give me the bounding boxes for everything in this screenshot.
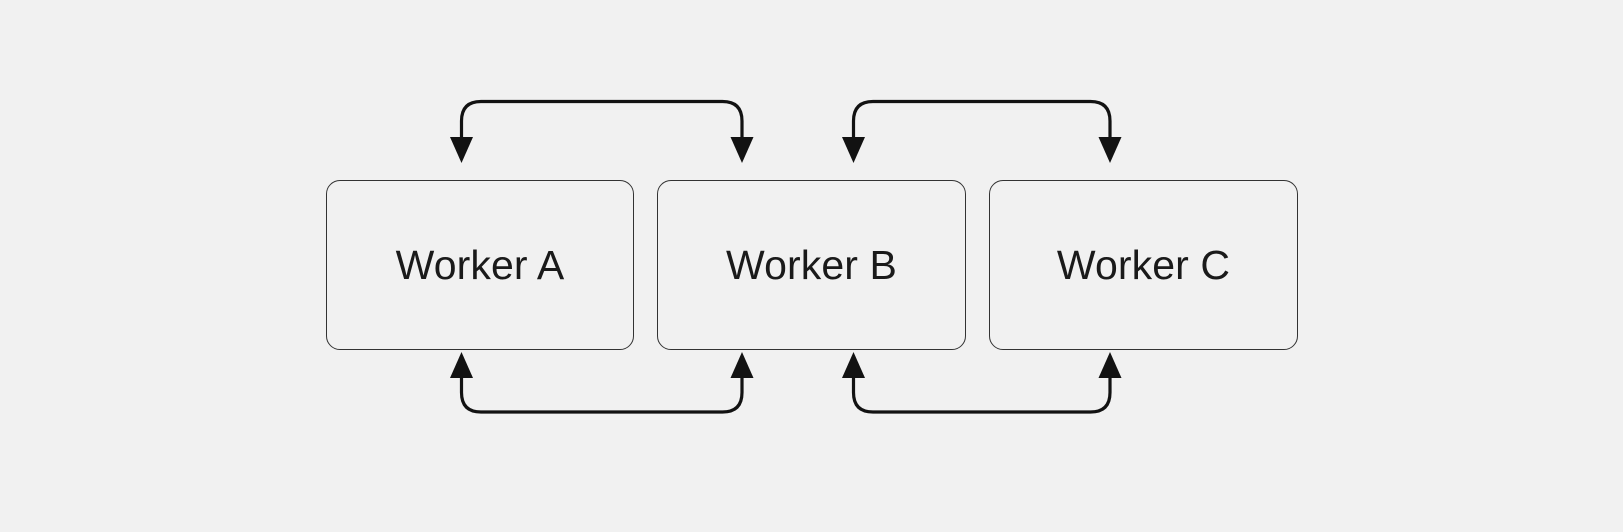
node-worker-a-label: Worker A <box>395 241 565 288</box>
node-worker-c-label: Worker C <box>1056 241 1231 288</box>
node-worker-b-label: Worker B <box>726 241 897 288</box>
node-worker-a[interactable]: Worker A <box>326 180 634 350</box>
arrowhead-up-into-worker-c <box>1098 352 1122 378</box>
arrowhead-down-into-worker-b-left <box>730 137 754 163</box>
node-worker-c[interactable]: Worker C <box>989 180 1298 350</box>
arrowhead-down-into-worker-a <box>450 137 473 163</box>
arrowhead-up-into-worker-b-left <box>730 352 754 378</box>
edge-b-a-bottom-path <box>459 367 744 414</box>
edge-b-c-top-path <box>851 99 1112 148</box>
node-worker-b[interactable]: Worker B <box>657 180 966 350</box>
edge-b-a-bottom <box>450 352 754 414</box>
edge-a-b-top <box>450 99 754 163</box>
arrowhead-up-into-worker-a <box>450 352 473 378</box>
edge-c-b-bottom-path <box>851 367 1112 414</box>
edge-a-b-top-path <box>459 99 744 148</box>
arrowhead-down-into-worker-c <box>1098 137 1122 163</box>
arrowhead-down-into-worker-b-right <box>842 137 865 163</box>
edge-c-b-bottom <box>842 352 1122 414</box>
arrowhead-up-into-worker-b-right <box>842 352 865 378</box>
edge-b-c-top <box>842 99 1122 163</box>
